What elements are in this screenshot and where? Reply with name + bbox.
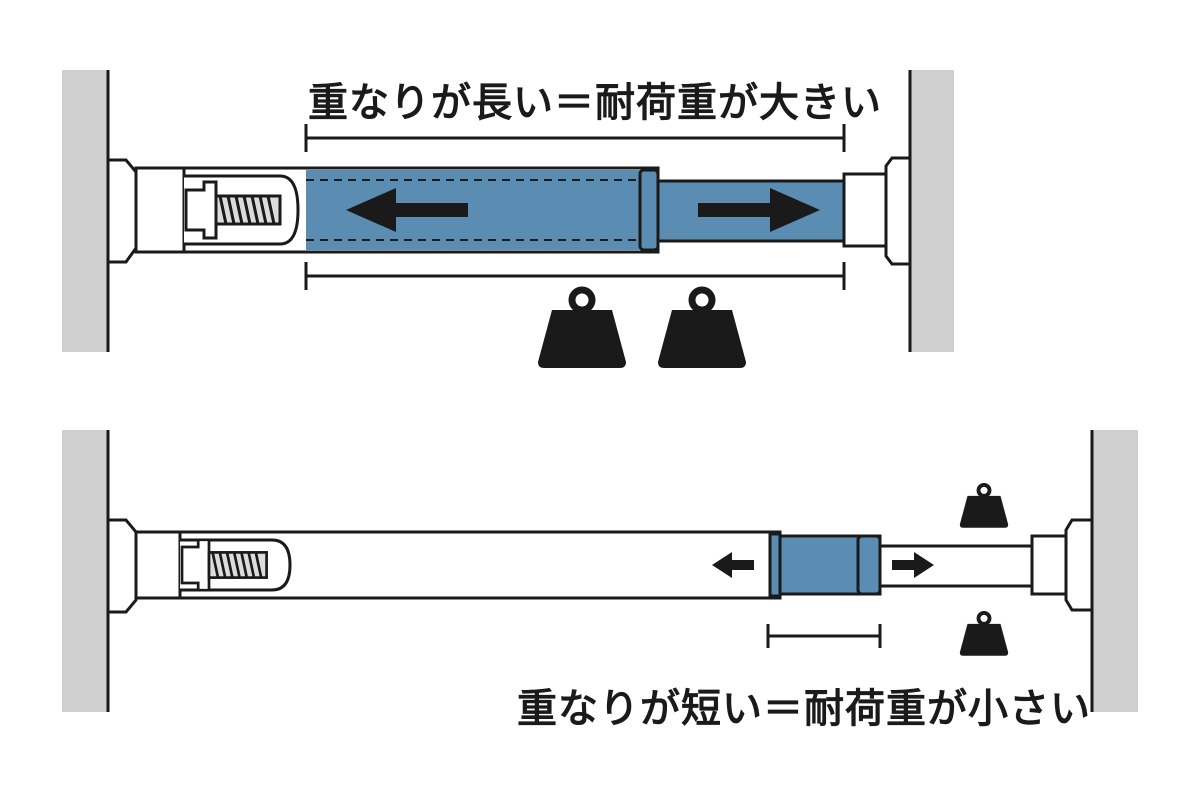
overlap-dimension-top <box>304 124 846 152</box>
top-panel <box>62 70 954 368</box>
arrow-left-icon <box>346 188 468 232</box>
caption-long-overlap: 重なりが長い＝耐荷重が大きい <box>308 80 882 126</box>
left-end-cap <box>106 158 138 264</box>
weight-icon <box>658 290 746 368</box>
overlap-dimension-bottom <box>304 262 846 290</box>
right-end-cap <box>842 156 912 266</box>
weight-icon <box>957 610 1011 658</box>
left-wall <box>62 430 108 712</box>
left-end-cap <box>106 518 138 614</box>
right-wall <box>910 70 954 352</box>
right-wall <box>1092 430 1138 712</box>
weight-icon <box>538 290 626 368</box>
bottom-panel <box>62 430 1138 712</box>
caption-short-overlap: 重なりが短い＝耐荷重が小さい <box>517 686 1091 732</box>
arrow-right-icon <box>698 188 820 232</box>
left-wall <box>62 70 108 352</box>
arrow-right-icon <box>892 552 934 578</box>
right-end-cap <box>1030 518 1094 612</box>
overlap-dimension <box>766 624 882 648</box>
arrow-left-icon <box>712 552 754 578</box>
weight-icon <box>957 482 1011 530</box>
